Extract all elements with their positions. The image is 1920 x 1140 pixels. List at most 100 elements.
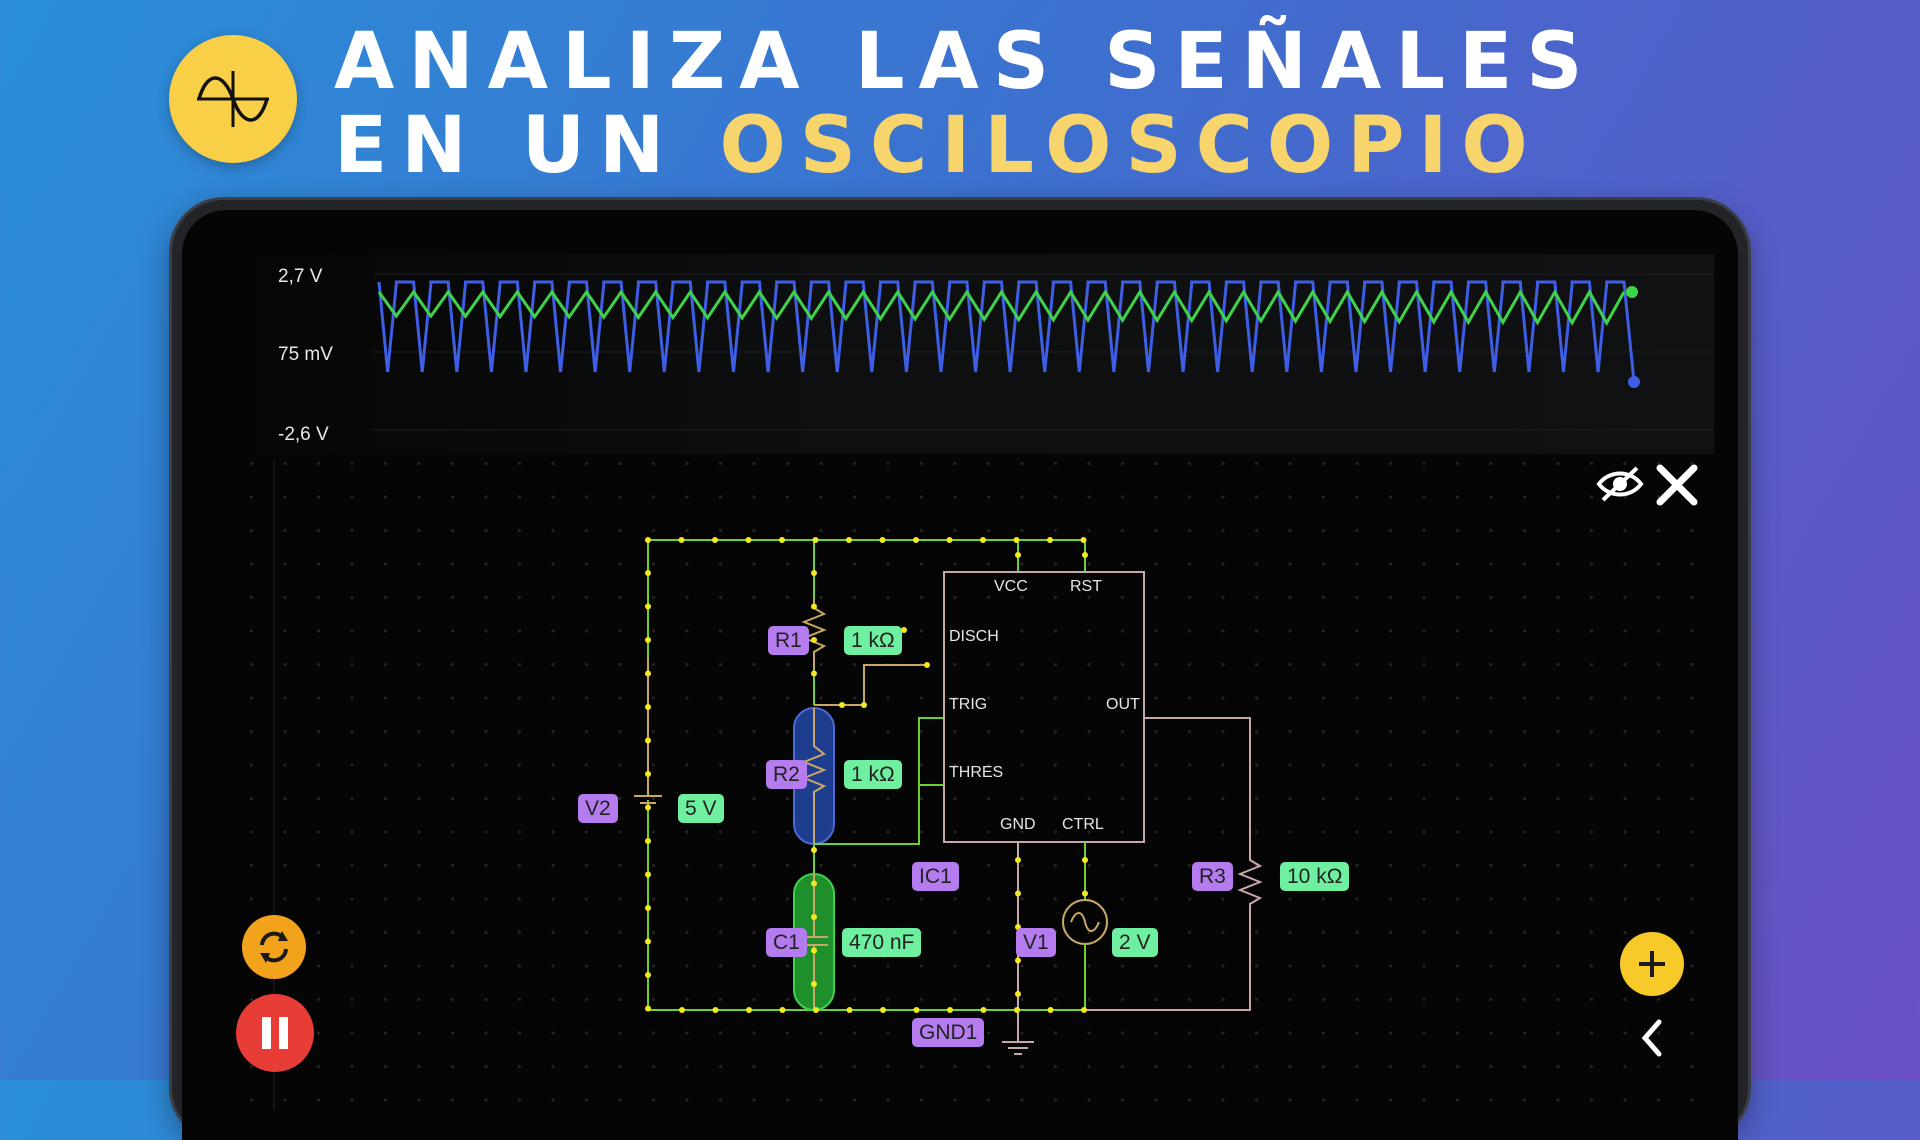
wire-node (745, 537, 752, 543)
green-trace-cursor (1626, 286, 1638, 298)
resistor-r1[interactable] (801, 600, 827, 670)
chevron-left-icon[interactable] (1630, 1016, 1674, 1060)
label-c1[interactable]: C1 (766, 928, 807, 957)
wire-node (812, 537, 819, 543)
wire-node (1082, 857, 1088, 863)
ic1-555-timer[interactable] (943, 571, 1145, 843)
green-trace (377, 288, 1626, 327)
wire-node (846, 1007, 853, 1013)
wire-node (811, 603, 817, 610)
circuit-canvas[interactable] (182, 210, 1738, 1110)
wire-node (645, 972, 651, 978)
wire-node (712, 1007, 719, 1013)
wire-node (645, 637, 651, 643)
wire-node (645, 737, 651, 744)
pin-disch: DISCH (949, 628, 999, 645)
app-screen: 2,7 V 75 mV -2,6 V (182, 210, 1738, 1140)
wire-node (1047, 1007, 1054, 1013)
label-v1[interactable]: V1 (1016, 928, 1056, 957)
wire-thres[interactable] (814, 784, 944, 845)
wire-trig[interactable] (918, 717, 944, 785)
pause-icon[interactable] (236, 994, 314, 1072)
wire-node (880, 1007, 886, 1013)
label-gnd1[interactable]: GND1 (912, 1018, 985, 1047)
wire-node (1015, 991, 1021, 997)
value-v2[interactable]: 5 V (678, 794, 724, 823)
ac-source-v1[interactable] (1062, 899, 1108, 1010)
wire-node (924, 662, 930, 668)
wire-node (779, 1007, 786, 1013)
wire-node (1013, 537, 1020, 543)
wire-node (811, 981, 817, 987)
wire-node (813, 1007, 819, 1013)
blue-trace (377, 280, 1636, 383)
label-ic1[interactable]: IC1 (912, 862, 959, 891)
wire-node (839, 702, 845, 708)
close-icon[interactable] (1652, 460, 1702, 510)
wire-node (645, 871, 651, 878)
wire-node (1080, 537, 1087, 543)
wire-node (913, 537, 919, 543)
wire-node (811, 880, 817, 887)
wire-node (946, 537, 953, 543)
wire-node (811, 847, 817, 853)
label-r2[interactable]: R2 (766, 760, 807, 789)
value-v1[interactable]: 2 V (1112, 928, 1158, 957)
scope-label-mid: 75 mV (278, 344, 333, 365)
wire-node (645, 938, 651, 945)
wire-node (645, 804, 651, 811)
scope-label-top: 2,7 V (278, 266, 323, 287)
wire-node (645, 771, 651, 777)
tablet-frame: 2,7 V 75 mV -2,6 V (172, 200, 1748, 1140)
wire-node (811, 947, 817, 954)
wire-node (645, 603, 651, 610)
wire-node (746, 1007, 752, 1013)
pin-gnd: GND (1000, 816, 1036, 833)
oscilloscope-grid (374, 273, 1714, 431)
refresh-icon[interactable] (242, 915, 306, 979)
wire-node (980, 537, 986, 543)
blue-trace-cursor (1628, 376, 1640, 388)
value-r3[interactable]: 10 kΩ (1280, 862, 1350, 891)
value-c1[interactable]: 470 nF (842, 928, 922, 957)
wire-node (645, 570, 651, 576)
pin-out: OUT (1106, 696, 1140, 713)
value-r2[interactable]: 1 kΩ (844, 760, 902, 789)
label-v2[interactable]: V2 (578, 794, 618, 823)
wire-node (679, 1007, 685, 1013)
label-r3[interactable]: R3 (1192, 862, 1233, 891)
wire-node (1081, 1007, 1087, 1013)
plus-icon[interactable] (1620, 932, 1684, 996)
wire-node (712, 537, 718, 543)
wire-node (678, 537, 685, 543)
pin-trig: TRIG (949, 696, 988, 713)
wire-node (1082, 552, 1088, 558)
wire-node (811, 637, 817, 643)
wire-node (1015, 890, 1021, 897)
wire-out[interactable] (1144, 717, 1251, 852)
wire-node (811, 914, 817, 920)
wire-node (645, 537, 651, 543)
wire-node (1014, 1007, 1020, 1013)
headline-line-2: EN UN OSCILOSCOPIO (334, 104, 1596, 188)
pin-thres: THRES (949, 764, 1004, 781)
label-r1[interactable]: R1 (768, 626, 809, 655)
ground-symbol (1002, 1041, 1034, 1055)
resistor-r3[interactable] (1084, 852, 1263, 1011)
wire-node (980, 1007, 987, 1013)
eye-off-icon[interactable] (1594, 462, 1646, 506)
oscilloscope-panel: 2,7 V 75 mV -2,6 V (234, 254, 1714, 454)
wire-disch[interactable] (814, 664, 927, 706)
pin-rst: RST (1070, 578, 1102, 595)
wire-node (1047, 537, 1053, 543)
wire-node (645, 838, 651, 844)
wire-node (1015, 552, 1021, 558)
wire-node (879, 537, 886, 543)
wire-nodes (645, 537, 1088, 1013)
value-r1[interactable]: 1 kΩ (844, 626, 902, 655)
resistor-r2[interactable] (801, 708, 827, 844)
headline-highlight: OSCILOSCOPIO (719, 101, 1542, 191)
wire-node (811, 570, 817, 576)
wire-node (645, 670, 651, 677)
wire-node (1015, 857, 1021, 863)
